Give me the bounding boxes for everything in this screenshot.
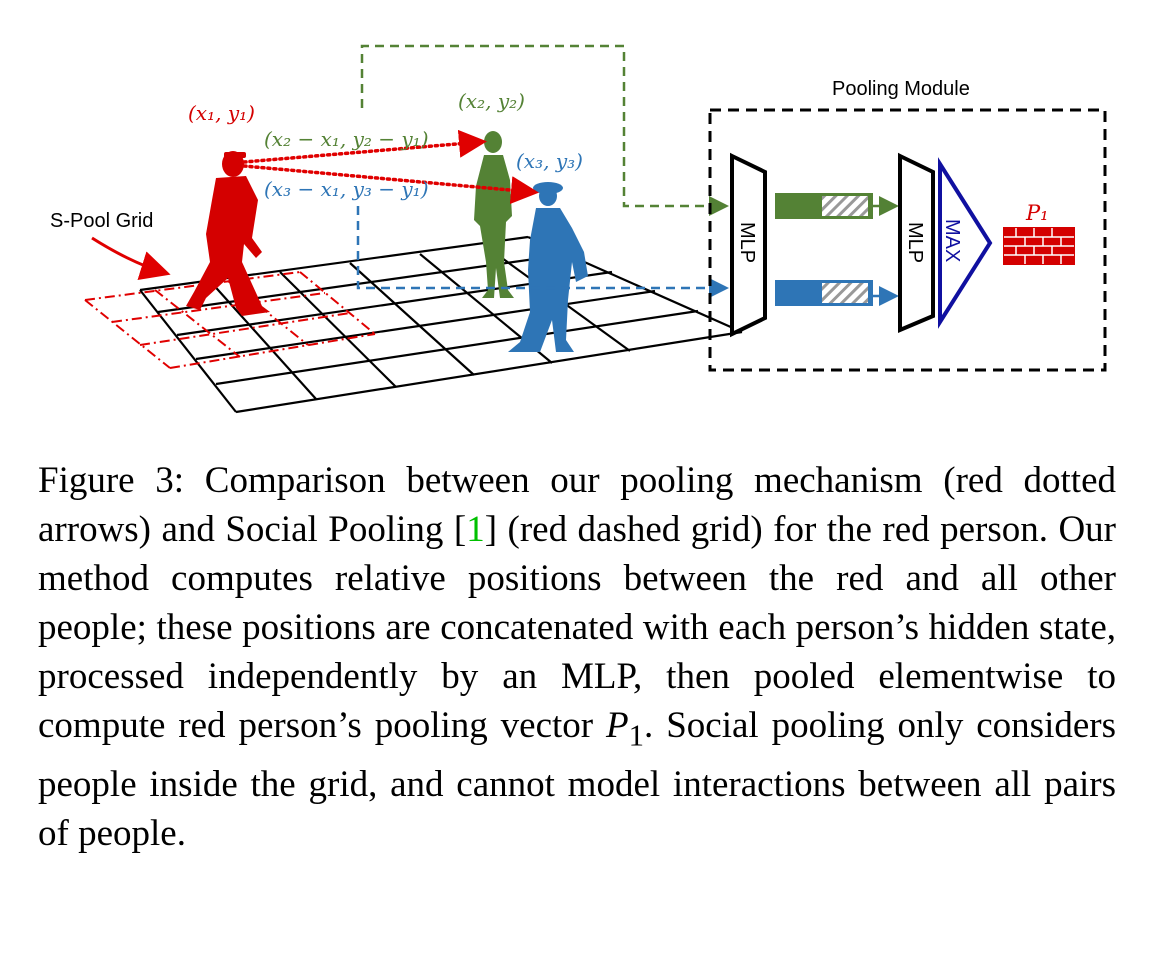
spool-grid-label: S-Pool Grid [50, 210, 153, 232]
social-pooling-grid [84, 271, 376, 369]
red-person [186, 151, 270, 316]
mlp-block-1 [730, 152, 767, 338]
figure-caption: Figure 3: Comparison between our pooling… [38, 456, 1116, 858]
green-connector [360, 44, 729, 216]
pooling-figure: Pooling Module S-Pool Grid MLP MLP MAX P… [50, 44, 1107, 414]
citation-link[interactable]: 1 [466, 509, 485, 550]
mlp-label-1: MLP [736, 222, 758, 263]
mlp-block-2 [898, 152, 935, 334]
relative-label-31: (x₃ − x₁, y₃ − y₁) [264, 177, 429, 201]
green-person [474, 131, 514, 298]
math-p: P [606, 705, 629, 746]
pooling-module-label: Pooling Module [832, 78, 970, 100]
ground-grid [139, 235, 743, 414]
caption-part-2: ] (red dashed grid) for the red person. … [38, 509, 1116, 746]
max-pool-triangle [938, 157, 993, 329]
position-label-2: (x₂, y₂) [458, 89, 525, 113]
max-label: MAX [941, 219, 963, 262]
position-label-1: (x₁, y₁) [188, 101, 255, 125]
relative-label-21: (x₂ − x₁, y₂ − y₁) [264, 127, 429, 151]
pooling-module-box [708, 108, 1107, 372]
pooling-vector-icon [1003, 227, 1075, 265]
blue-connector [356, 206, 729, 298]
blue-person [508, 182, 588, 352]
spool-pointer-arrow [91, 236, 171, 281]
caption-part-1: Figure 3: Comparison between our pooling… [38, 460, 1116, 550]
mlp-label-2: MLP [904, 222, 926, 263]
caption-part-3: . Social pooling only considers people i… [38, 705, 1116, 855]
position-label-3: (x₃, y₃) [516, 149, 583, 173]
p1-label: P₁ [1025, 201, 1049, 225]
math-p-sub: 1 [628, 718, 645, 753]
relative-position-arrows [242, 129, 539, 205]
